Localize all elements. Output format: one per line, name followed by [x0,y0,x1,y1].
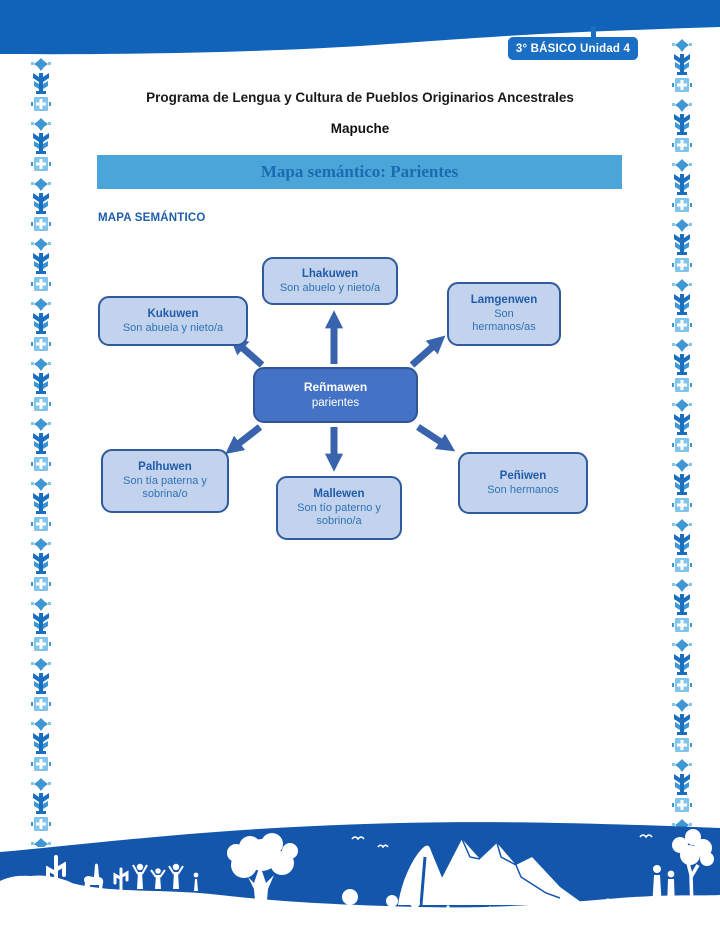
big-tree-icon [227,833,298,913]
cactus-icon [46,855,66,889]
node-palhuwen-meaning: Son tía paterna y sobrina/o [123,474,207,501]
node-lamgenwen-term: Lamgenwen [470,293,538,306]
node-renmawen-center: Reñmawen parientes [253,367,418,423]
right-tree-icon [672,829,714,910]
node-lhakuwen-meaning: Son abuelo y nieto/a [279,281,381,294]
people-silhouettes [132,863,199,891]
node-renmawen-term: Reñmawen [303,380,368,395]
node-palhuwen: Palhuwen Son tía paterna y sobrina/o [101,449,229,513]
node-lhakuwen-term: Lhakuwen [301,267,359,280]
llama-icon [84,863,104,889]
footer-landscape-decoration [0,822,720,932]
node-mallewen: Mallewen Son tío paterno y sobrino/a [276,476,402,540]
left-ornament-border [30,57,52,847]
unit-badge: 3° BÁSICO Unidad 4 [508,37,638,60]
badge-connector [591,26,596,40]
topic-banner-label: Mapa semántico: Parientes [260,162,459,181]
language-subtitle: Mapuche [330,121,390,136]
mountains-icon [428,839,585,905]
birds-icon [167,830,653,849]
node-lhakuwen: Lhakuwen Son abuelo y nieto/a [262,257,398,305]
node-kukuwen: Kukuwen Son abuela y nieto/a [98,296,248,346]
header-wave-decoration [0,0,720,55]
node-lamgenwen-meaning: Son hermanos/as [472,307,536,334]
node-peniwen: Peñiwen Son hermanos [458,452,588,514]
small-trees-icon [342,889,420,911]
node-kukuwen-term: Kukuwen [147,307,199,320]
section-label: MAPA SEMÁNTICO [98,212,206,224]
program-title: Programa de Lengua y Cultura de Pueblos … [146,90,574,105]
node-lamgenwen: Lamgenwen Son hermanos/as [447,282,561,346]
node-peniwen-term: Peñiwen [499,469,547,482]
node-mallewen-meaning: Son tío paterno y sobrino/a [297,501,381,528]
node-peniwen-meaning: Son hermanos [487,483,559,496]
node-mallewen-term: Mallewen [313,487,365,500]
node-kukuwen-meaning: Son abuela y nieto/a [122,321,224,334]
canoe-icon [595,898,625,916]
node-renmawen-meaning: parientes [311,396,360,409]
right-ornament-border [671,38,693,852]
topic-banner: Mapa semántico: Parientes [97,155,622,189]
node-palhuwen-term: Palhuwen [138,460,192,473]
standing-figures-icon [652,865,675,909]
